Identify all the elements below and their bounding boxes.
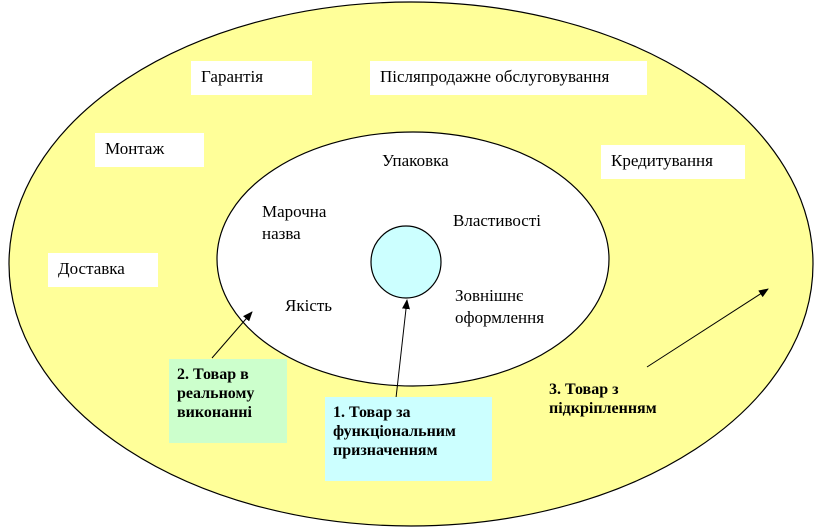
label-brand-line2: назва	[262, 224, 301, 243]
label-brand: Марочна назва	[262, 201, 326, 245]
label-credit: Кредитування	[601, 145, 745, 179]
label-quality: Якість	[285, 296, 332, 316]
label-delivery: Доставка	[48, 253, 158, 287]
label-after-sales: Післяпродажне обслуговування	[370, 61, 647, 95]
label-guarantee: Гарантія	[191, 61, 312, 95]
label-installation-text: Монтаж	[105, 139, 165, 158]
arrow-functional	[395, 299, 410, 399]
label-design: Зовнішнє оформлення	[455, 285, 544, 329]
callout-real-line3: виконанні	[177, 404, 252, 421]
callout-functional-line3: призначенням	[333, 442, 438, 459]
label-installation: Монтаж	[95, 133, 204, 167]
callout-functional-line1: 1. Товар за	[333, 404, 411, 421]
callout-real-product: 2. Товар в реальному виконанні	[169, 359, 287, 443]
label-guarantee-text: Гарантія	[201, 67, 264, 86]
label-packaging: Упаковка	[382, 151, 449, 171]
label-properties: Властивості	[453, 211, 541, 231]
label-properties-text: Властивості	[453, 211, 541, 230]
callout-functional-line2: функціональним	[333, 423, 456, 440]
callout-functional-product: 1. Товар за функціональним призначенням	[325, 397, 492, 481]
callout-real-line2: реальному	[177, 385, 255, 402]
callout-augmented-line2: підкріпленням	[549, 400, 657, 417]
label-quality-text: Якість	[285, 296, 333, 315]
core-circle	[370, 225, 442, 299]
arrow-augmented	[646, 288, 769, 368]
callout-real-line1: 2. Товар в	[177, 366, 249, 383]
label-brand-line1: Марочна	[262, 202, 327, 221]
label-delivery-text: Доставка	[58, 259, 125, 278]
label-design-line1: Зовнішнє	[455, 286, 524, 305]
label-packaging-text: Упаковка	[382, 151, 449, 170]
arrow-real	[211, 311, 253, 359]
callout-augmented-product: 3. Товар з підкріпленням	[549, 380, 657, 418]
label-after-sales-text: Післяпродажне обслуговування	[380, 67, 610, 86]
callout-augmented-line1: 3. Товар з	[549, 381, 619, 398]
label-design-line2: оформлення	[455, 308, 545, 327]
label-credit-text: Кредитування	[611, 151, 713, 170]
